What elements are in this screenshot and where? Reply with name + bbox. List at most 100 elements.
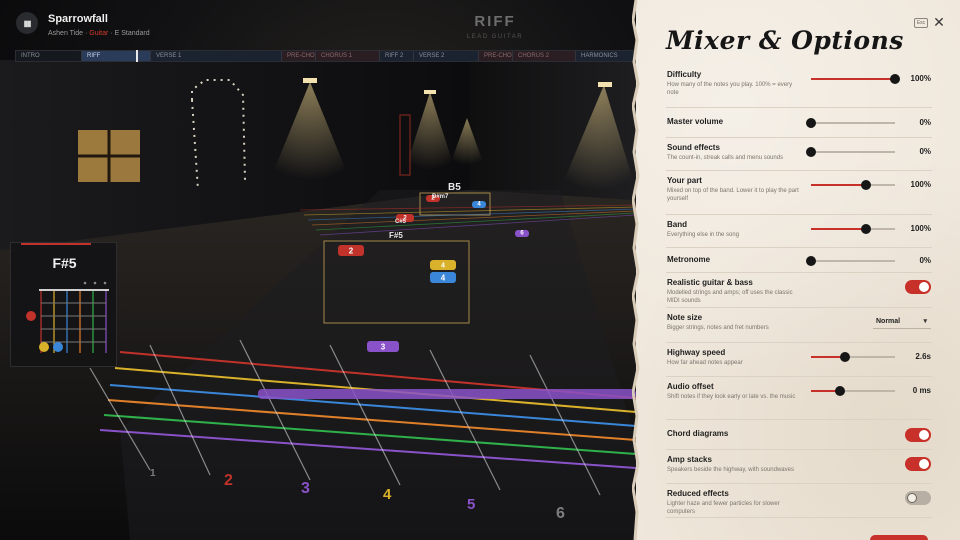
- string-line-far: [315, 212, 636, 231]
- confirm-button[interactable]: [870, 535, 928, 540]
- setting-slider[interactable]: [811, 179, 895, 191]
- setting-value: 0%: [919, 255, 931, 265]
- slider-fill: [811, 390, 841, 392]
- fret-number: 6: [556, 505, 565, 522]
- setting-description: Mixed on top of the band. Lower it to pl…: [667, 188, 799, 202]
- slider-knob[interactable]: [839, 352, 850, 362]
- setting-label: Band: [667, 220, 687, 229]
- timeline-segment[interactable]: CHORUS 1: [316, 51, 380, 61]
- timeline-segment[interactable]: RIFF 2: [380, 51, 414, 61]
- string-line: [103, 414, 636, 455]
- timeline-segment[interactable]: VERSE 1: [151, 51, 282, 61]
- timeline-segment[interactable]: HARMONICS: [576, 51, 636, 61]
- close-button[interactable]: ✕: [932, 14, 946, 30]
- note-gem: [426, 195, 440, 202]
- panel-title: Mixer & Options: [666, 26, 904, 55]
- string-line: [109, 384, 636, 427]
- note-fret-label: 4: [441, 274, 446, 283]
- setting-description: Bigger strings, notes and fret numbers: [667, 325, 769, 331]
- setting-toggle[interactable]: [905, 457, 931, 471]
- setting-label: Chord diagrams: [667, 429, 729, 438]
- string-line-far: [299, 204, 636, 211]
- setting-label: Note size: [667, 313, 703, 322]
- slider-knob[interactable]: [806, 118, 816, 128]
- note-fret-label: 4: [441, 263, 445, 270]
- muted-string-mark: [103, 281, 107, 285]
- setting-value: 100%: [910, 74, 931, 83]
- slider-fill: [811, 356, 845, 358]
- part-role: LEAD GUITAR: [466, 34, 524, 40]
- chord-diagram-name: F#5: [52, 255, 77, 271]
- setting-slider[interactable]: [811, 351, 895, 363]
- chord-frame: [323, 240, 470, 324]
- setting-slider[interactable]: [806, 146, 895, 158]
- chord-diagram-grid: [26, 281, 109, 353]
- slider-track: [811, 151, 895, 153]
- pause-button[interactable]: ▮▮: [16, 12, 38, 34]
- setting-slider[interactable]: [806, 255, 895, 267]
- setting-description: Everything else in the song: [667, 232, 740, 238]
- slider-knob[interactable]: [860, 180, 871, 190]
- note-gem: [430, 272, 456, 283]
- playhead[interactable]: [136, 50, 138, 62]
- chord-label: C#5: [395, 219, 407, 225]
- setting-label: Audio offset: [667, 382, 714, 391]
- toggle-knob: [919, 430, 929, 440]
- timeline-segment[interactable]: PRE-CHO: [282, 51, 316, 61]
- setting-dropdown[interactable]: Normal▾: [873, 315, 931, 329]
- slider-knob[interactable]: [890, 74, 900, 84]
- setting-label: Amp stacks: [667, 455, 712, 464]
- timeline-segment[interactable]: VERSE 2: [414, 51, 479, 61]
- chord-finger-dot: [53, 342, 63, 352]
- slider-knob[interactable]: [806, 147, 816, 157]
- timeline-segment[interactable]: CHORUS 2: [513, 51, 576, 61]
- slider-fill: [811, 78, 895, 80]
- chord-finger-dot: [39, 342, 49, 352]
- string-line: [107, 399, 636, 441]
- note-gem: [396, 214, 414, 222]
- setting-value: 100%: [910, 224, 931, 233]
- slider-fill: [811, 184, 866, 186]
- setting-value: 0 ms: [912, 386, 931, 395]
- artist-name: Ashen Tide: [48, 30, 84, 37]
- setting-toggle[interactable]: [905, 428, 931, 442]
- setting-label: Sound effects: [667, 143, 720, 152]
- part-name: Guitar: [89, 30, 109, 37]
- slider-fill: [811, 228, 866, 230]
- slider-knob[interactable]: [835, 386, 846, 396]
- note-fret-label: 2: [403, 216, 407, 222]
- setting-toggle[interactable]: [905, 280, 931, 294]
- slider-knob[interactable]: [806, 255, 816, 266]
- note-gem: [472, 201, 486, 208]
- toggle-knob: [907, 493, 917, 503]
- slider-track: [811, 122, 895, 124]
- setting-slider[interactable]: [806, 117, 895, 129]
- dropdown-value: Normal: [876, 318, 901, 325]
- chord-label: F#5: [389, 231, 403, 240]
- timeline-segment[interactable]: INTRO: [16, 51, 82, 61]
- fret-number: 1: [150, 468, 156, 479]
- setting-slider[interactable]: [811, 223, 895, 235]
- timeline-segment[interactable]: RIFF: [82, 51, 151, 61]
- setting-row: Chord diagrams: [666, 420, 932, 450]
- fret-number: 5: [467, 496, 476, 513]
- muted-string-mark: [93, 281, 97, 285]
- setting-slider[interactable]: [811, 385, 895, 397]
- setting-description: Lighter haze and fewer particles for slo…: [667, 501, 780, 515]
- setting-slider[interactable]: [811, 73, 900, 85]
- slider-knob[interactable]: [860, 224, 871, 234]
- timeline-segment[interactable]: PRE-CHO: [479, 51, 513, 61]
- chord-label: D#m7: [432, 194, 449, 200]
- setting-description: Shift notes if they look early or late v…: [667, 394, 796, 400]
- setting-label: Reduced effects: [667, 489, 729, 498]
- setting-value: 100%: [910, 180, 931, 189]
- setting-toggle[interactable]: [905, 491, 931, 505]
